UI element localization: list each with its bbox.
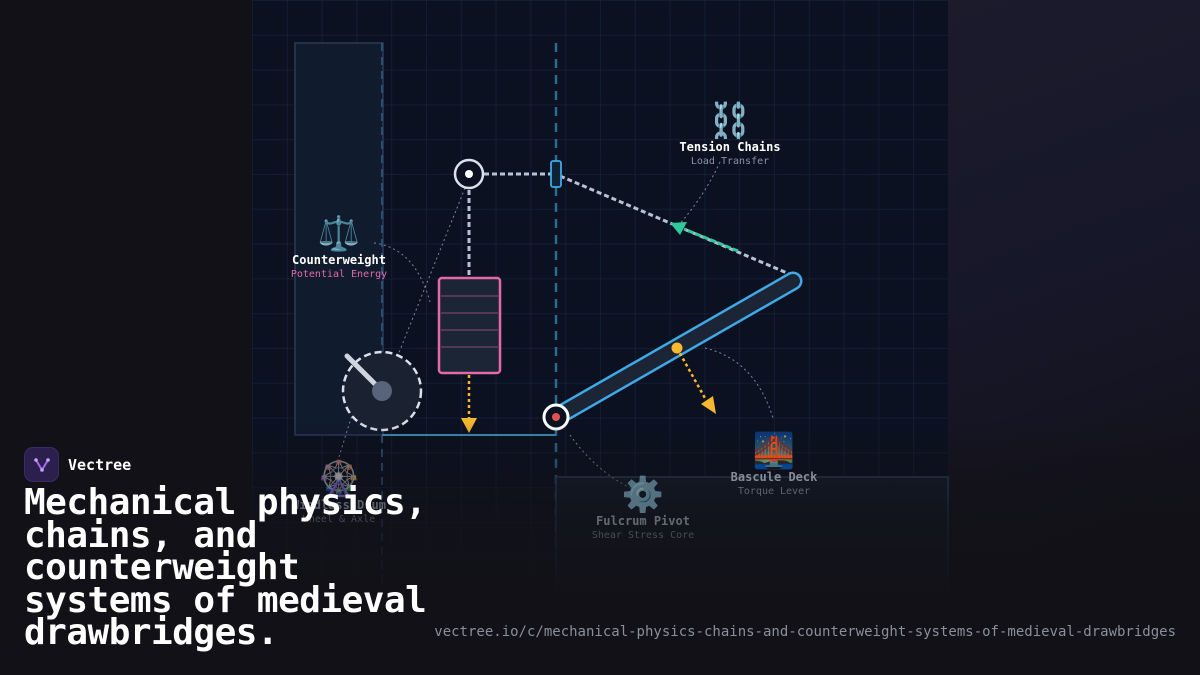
load-arrow-shaft	[675, 347, 708, 401]
label-counterweight: ⚖️ Counterweight Potential Energy	[291, 215, 387, 281]
label-subtitle: Load Transfer	[690, 156, 770, 167]
brand-name: Vectree	[68, 455, 132, 474]
label-title: Windlass Drum	[292, 498, 386, 512]
chain-anchor	[550, 160, 562, 188]
label-title: Counterweight	[292, 253, 386, 267]
page-url[interactable]: vectree.io/c/mechanical-physics-chains-a…	[434, 624, 1176, 640]
label-windlass-drum: 🎡 Windlass Drum Wheel & Axle	[292, 460, 386, 526]
tension-arrow-head	[670, 222, 687, 235]
label-bascule-deck: 🌉 Bascule Deck Torque Lever	[731, 432, 818, 498]
annotation-line-counterweight	[373, 242, 431, 303]
gravity-arrow-head	[461, 418, 477, 433]
bridge-icon: 🌉	[752, 431, 796, 471]
counterweight-box	[437, 276, 502, 375]
brand[interactable]: Vectree	[24, 447, 131, 482]
pulley-hub	[465, 170, 473, 178]
annotation-line-tension	[677, 161, 721, 227]
windlass-hub	[372, 381, 392, 401]
label-subtitle: Wheel & Axle	[302, 514, 376, 525]
label-title: Tension Chains	[679, 140, 781, 154]
label-fulcrum-pivot: ⚙️ Fulcrum Pivot Shear Stress Core	[592, 476, 694, 542]
label-subtitle: Potential Energy	[290, 269, 388, 280]
vectree-logo-icon	[24, 447, 59, 482]
center-of-mass-dot	[671, 342, 683, 354]
chain-to-deck	[559, 174, 795, 278]
wheel-icon: 🎡	[317, 459, 361, 499]
annotation-line-bascule	[704, 347, 774, 419]
load-arrow-head	[701, 396, 716, 414]
label-subtitle: Torque Lever	[737, 486, 811, 497]
label-subtitle: Shear Stress Core	[591, 530, 695, 541]
tension-arrow-shaft	[683, 227, 739, 253]
page-title: Mechanical physics, chains, and counterw…	[24, 482, 427, 653]
label-title: Fulcrum Pivot	[596, 514, 690, 528]
chain-icon: ⛓️	[708, 101, 752, 141]
gear-icon: ⚙️	[621, 475, 665, 515]
fulcrum-pivot-dot	[552, 413, 560, 421]
label-tension-chains: ⛓️ Tension Chains Load Transfer	[679, 102, 780, 168]
scales-icon: ⚖️	[317, 214, 361, 254]
label-title: Bascule Deck	[730, 470, 818, 484]
